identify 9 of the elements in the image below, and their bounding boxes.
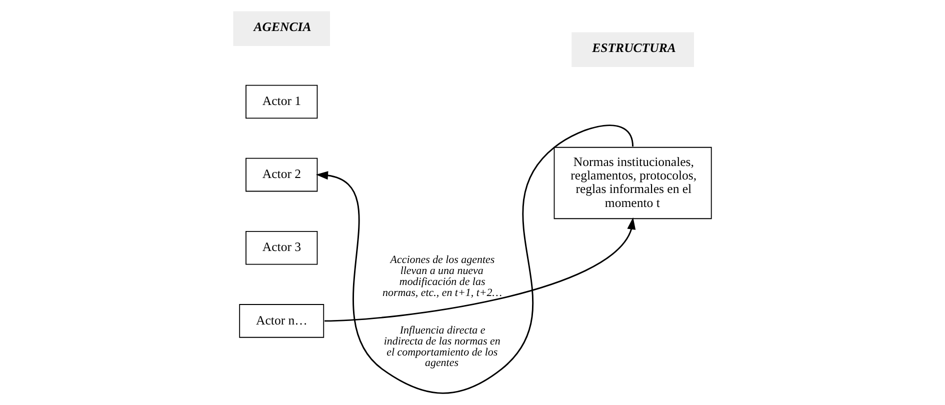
arrow xyxy=(316,124,634,394)
node-box: Actor n… xyxy=(239,304,324,338)
node-box: Actor 3 xyxy=(246,230,318,265)
edge-label: Influencia directa e indirecta de las normas en el comportamiento de los agentes xyxy=(384,324,500,370)
edge-label: Acciones de los agentes llevan a una nueva modificación de las normas, etc., en t+1, t+2… xyxy=(382,254,502,299)
node-box: Actor 1 xyxy=(246,84,318,119)
node-box: Actor 2 xyxy=(246,158,318,192)
arrow xyxy=(324,217,636,322)
node-box: Normas institucionales, reglamentos, protocolos, reglas informales en el momento t xyxy=(554,146,712,220)
